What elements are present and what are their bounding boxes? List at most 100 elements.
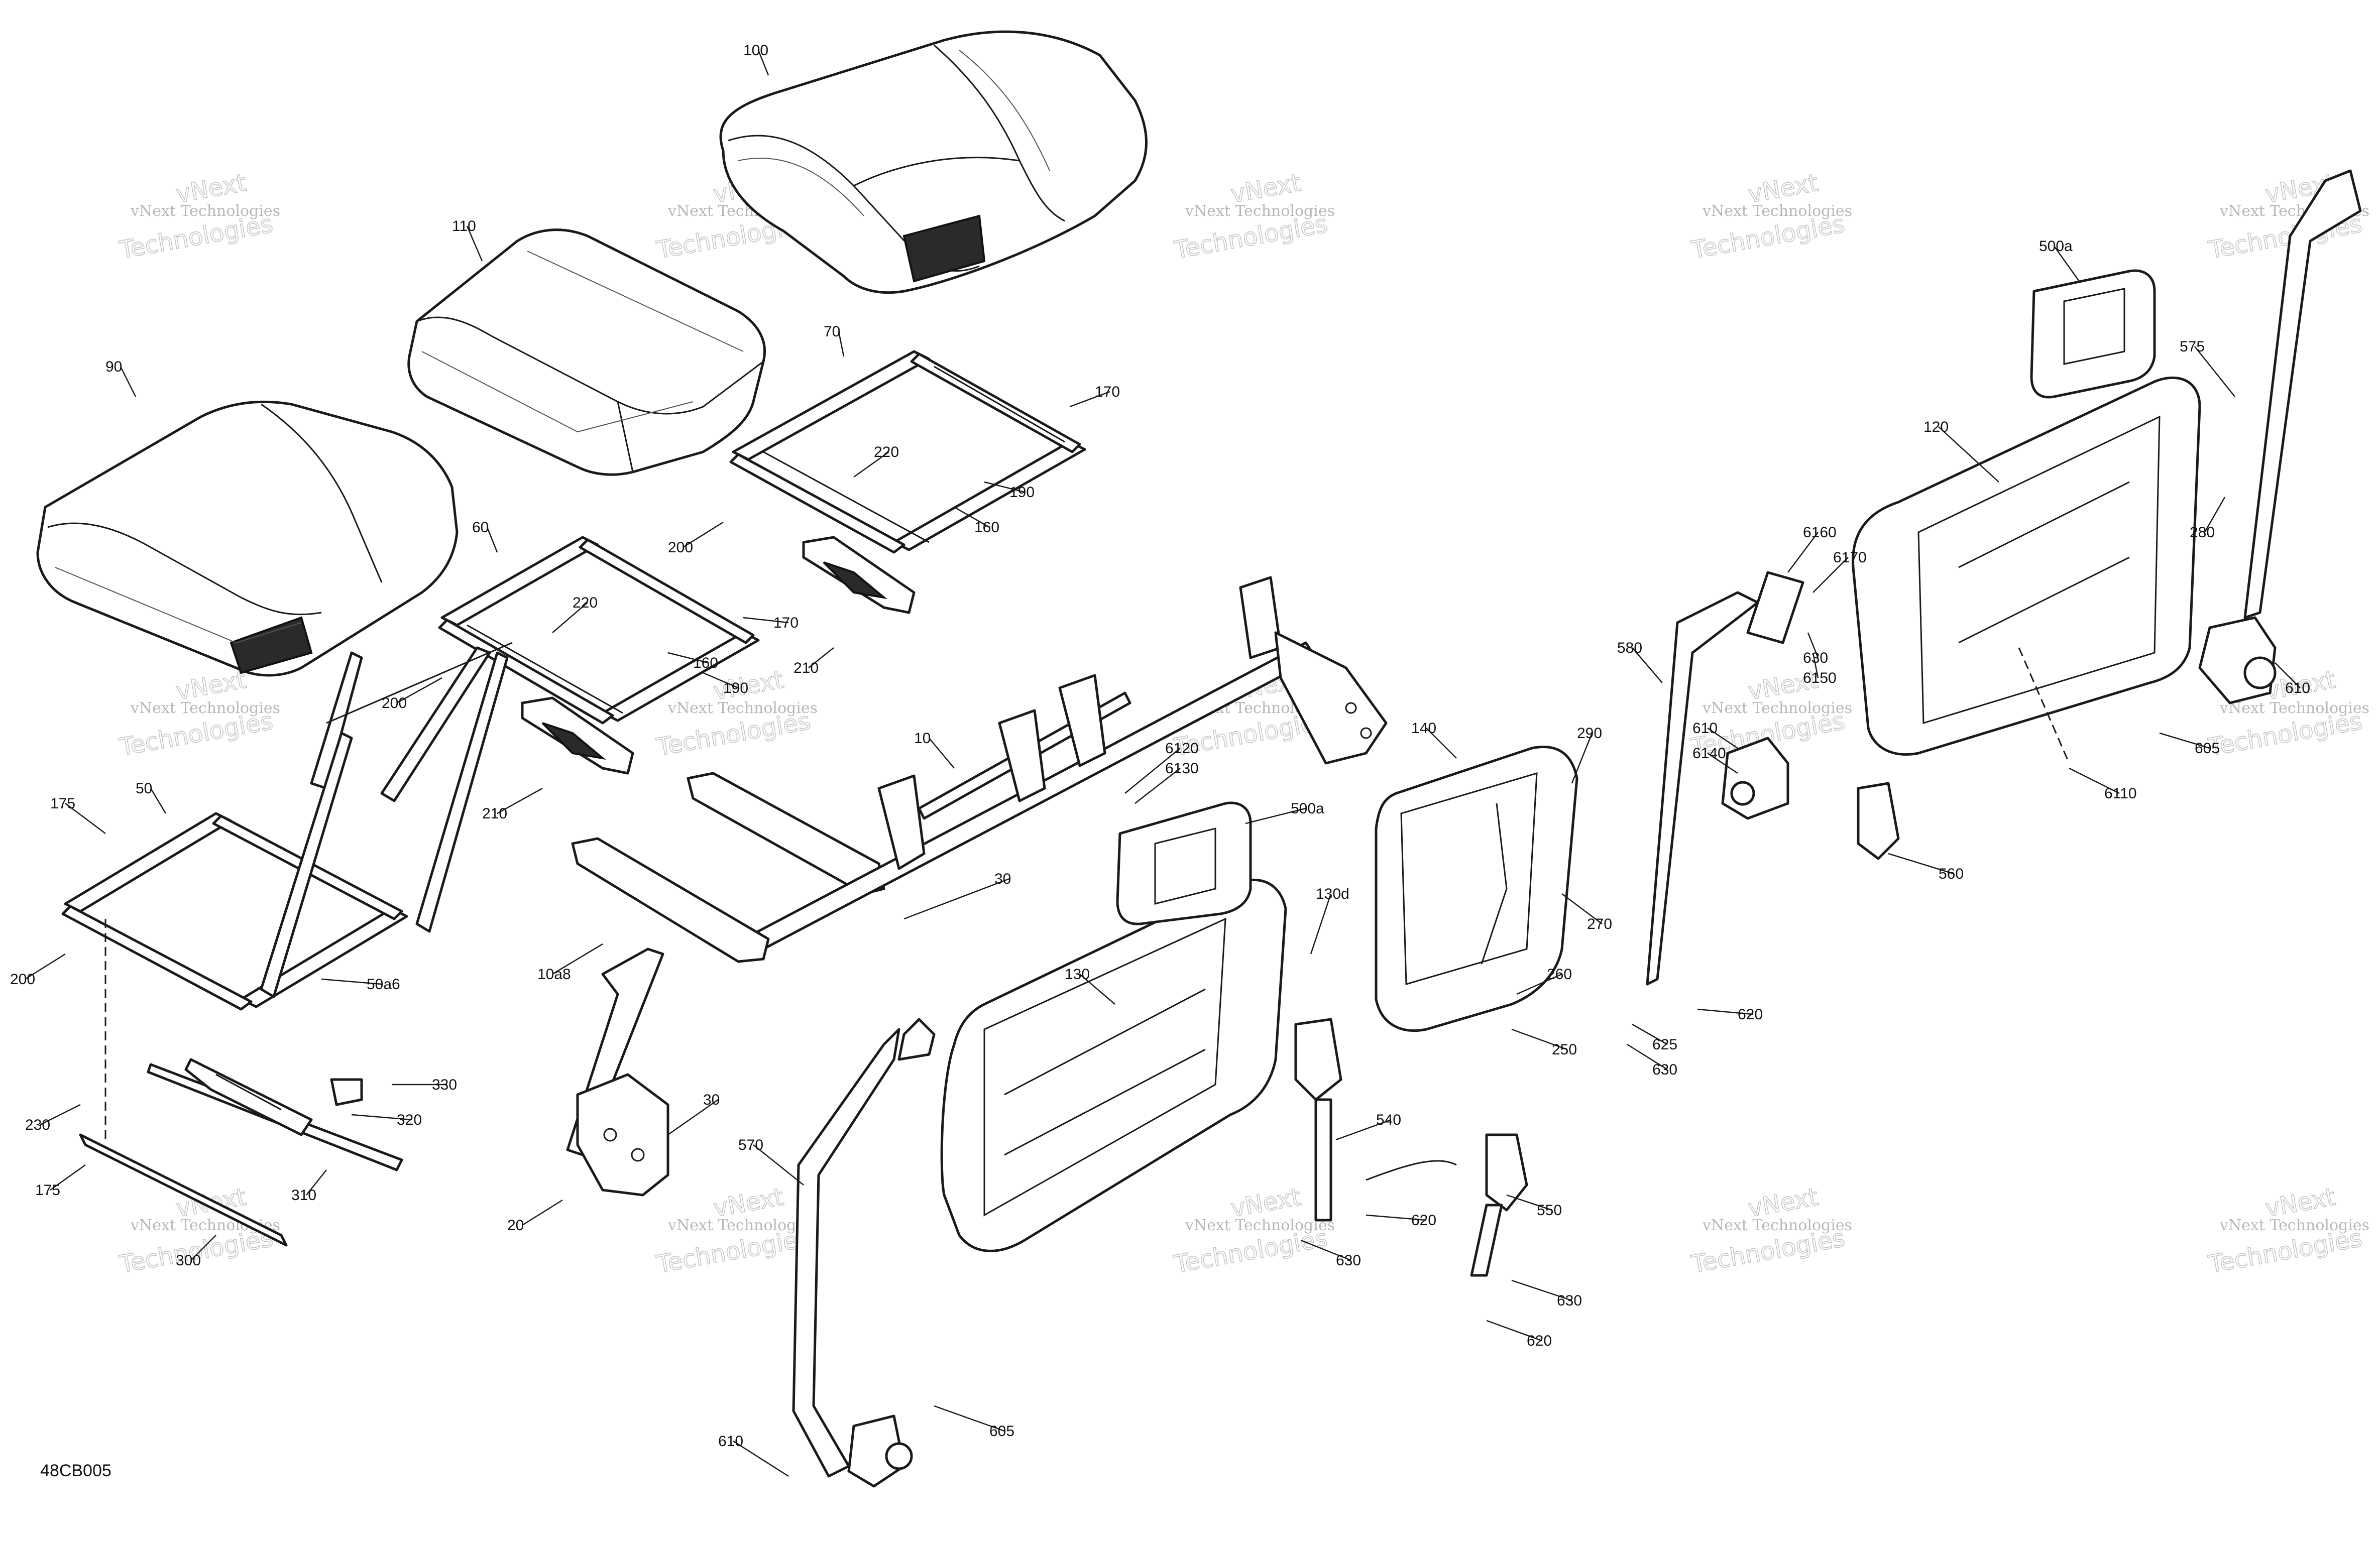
callout-leader-line xyxy=(733,1440,789,1477)
svg-text:vNext Technologies: vNext Technologies xyxy=(667,699,818,717)
callout-leader-line xyxy=(929,738,955,769)
callout-leader-line xyxy=(903,878,1010,920)
callout-leader-line xyxy=(552,602,588,633)
callout-label: 610 xyxy=(718,1433,743,1450)
callout-label: 10 xyxy=(914,730,931,747)
callout-leader-line xyxy=(954,506,990,528)
seatbelt-580 xyxy=(1646,571,1804,986)
seat-base-frame xyxy=(566,576,1388,1197)
callout-label: 230 xyxy=(25,1117,50,1133)
callout-leader-line xyxy=(1707,752,1738,774)
callout-label: 200 xyxy=(668,539,693,556)
callout-label: 290 xyxy=(1577,725,1602,742)
callout-leader-line xyxy=(486,527,498,553)
callout-label: 575 xyxy=(2180,338,2205,355)
callout-label: 200 xyxy=(382,695,407,711)
callout-label: 250 xyxy=(1552,1041,1577,1058)
callout-label: 270 xyxy=(1587,916,1612,932)
svg-text:vNext Technologies: vNext Technologies xyxy=(2219,1217,2369,1234)
backrest-140 xyxy=(1375,746,1578,1032)
callout-label: 50 xyxy=(136,780,152,797)
callout-leader-line xyxy=(1516,973,1562,995)
callout-label: 200 xyxy=(10,971,35,988)
callout-label: 580 xyxy=(1617,640,1642,656)
rail-assembly xyxy=(79,1058,403,1247)
callout-leader-line xyxy=(683,521,724,548)
callout-leader-line xyxy=(1124,748,1181,794)
callout-leader-line xyxy=(1627,1043,1668,1071)
callout-leader-line xyxy=(40,1104,81,1126)
callout-label: 175 xyxy=(50,795,75,812)
callout-label: 160 xyxy=(974,519,999,536)
callout-label: 6110 xyxy=(2104,785,2137,802)
assembly-axis-line xyxy=(2018,647,2070,764)
callout-leader-line xyxy=(1697,1008,1753,1015)
slider-frame-60 xyxy=(438,536,760,725)
callout-label: 170 xyxy=(773,615,799,631)
svg-text:vNext Technologies: vNext Technologies xyxy=(1185,1217,1335,1234)
callout-label: 110 xyxy=(452,218,476,234)
callout-label: 210 xyxy=(482,805,507,822)
callout-leader-line xyxy=(1079,974,1115,1005)
callout-label: 320 xyxy=(397,1112,422,1128)
callout-label: 170 xyxy=(1095,384,1120,400)
cushion-100 xyxy=(719,30,1148,294)
callout-leader-line xyxy=(1366,1214,1427,1221)
callout-leader-line xyxy=(1245,807,1306,824)
callout-leader-line xyxy=(1310,893,1332,955)
callout-label: 220 xyxy=(573,595,598,611)
diagram-reference-code: 48CB005 xyxy=(40,1461,111,1480)
cushion-110 xyxy=(407,228,766,476)
callout-leader-line xyxy=(2069,767,2120,794)
buckle-540 xyxy=(1294,1018,1457,1222)
callout-leader-line xyxy=(120,366,137,397)
callout-label: 175 xyxy=(35,1182,60,1199)
callout-label: 500a xyxy=(2039,238,2073,255)
callout-label: 605 xyxy=(2195,740,2220,757)
callout-leader-line xyxy=(1300,1239,1351,1261)
callout-label: 630 xyxy=(1652,1061,1677,1078)
callout-label: 220 xyxy=(874,444,899,460)
callout-leader-line xyxy=(1135,768,1181,804)
callout-label: 620 xyxy=(1527,1333,1552,1349)
callout-leader-line xyxy=(396,677,442,704)
callout-label: 6150 xyxy=(1803,670,1837,686)
callout-label: 30 xyxy=(994,871,1011,887)
callout-label: 570 xyxy=(738,1137,763,1153)
callout-label: 70 xyxy=(824,323,840,340)
callout-leader-line xyxy=(1426,728,1457,759)
callout-label: 50a6 xyxy=(367,976,400,993)
callout-label: 610 xyxy=(1692,720,1718,737)
callout-label: 30 xyxy=(703,1092,720,1108)
callout-label: 280 xyxy=(2190,524,2215,541)
callout-label: 625 xyxy=(1652,1036,1677,1053)
svg-text:vNext Technologies: vNext Technologies xyxy=(1702,202,1852,220)
callout-leader-line xyxy=(1632,1023,1668,1045)
cushion-90 xyxy=(36,400,459,677)
slider-bracket-upper xyxy=(802,536,916,614)
callout-label: 310 xyxy=(291,1187,316,1204)
callout-label: 630 xyxy=(1557,1292,1582,1309)
callout-label: 100 xyxy=(743,42,768,59)
callout-leader-line xyxy=(552,943,603,975)
callout-leader-line xyxy=(1561,893,1603,924)
buckle-560 xyxy=(1857,782,1900,860)
callout-label: 6140 xyxy=(1692,745,1726,762)
callout-layer: 1001109070170220190160200602201701601902… xyxy=(10,42,2310,1477)
callout-leader-line xyxy=(984,481,1025,493)
svg-text:vNext Technologies: vNext Technologies xyxy=(1702,699,1852,717)
callout-leader-line xyxy=(1707,727,1738,749)
callout-label: 620 xyxy=(1738,1006,1763,1023)
callout-leader-line xyxy=(2204,497,2226,533)
seatbelt-575 xyxy=(2198,169,2362,704)
callout-label: 140 xyxy=(1411,720,1436,737)
callout-label: 130 xyxy=(1065,966,1090,983)
seatbelt-570 xyxy=(792,1018,936,1488)
